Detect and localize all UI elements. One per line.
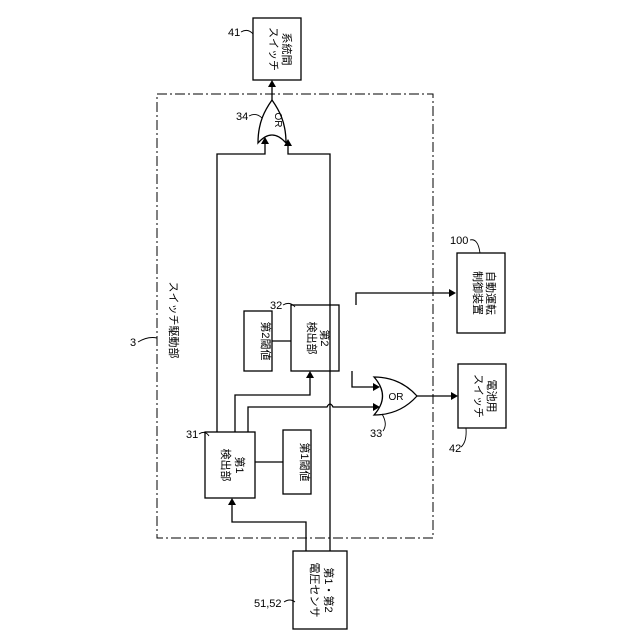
voltage-sensor-label-2: 電圧センサ — [308, 563, 321, 618]
ref-33: 33 — [370, 428, 382, 440]
ref-31: 31 — [186, 429, 198, 441]
battery-switch-label-1: 電池用 — [485, 380, 498, 413]
auto-drive-controller-block: 自動運転 制御装置 — [457, 253, 505, 333]
threshold-1-label: 第1閾値 — [298, 442, 312, 481]
switch-drive-region-label: スイッチ駆動部 — [167, 282, 181, 359]
system-switch-label-2: スイッチ — [267, 27, 280, 71]
threshold-2-block: 第2閾値 — [244, 311, 273, 371]
ref-100: 100 — [450, 235, 468, 247]
battery-switch-block: 電池用 スイッチ — [458, 364, 506, 428]
detector-1-label-1: 第1 — [233, 456, 247, 473]
or-gate-33: OR — [374, 377, 417, 415]
ref-34: 34 — [236, 111, 248, 123]
detector-1-label-2: 検出部 — [219, 449, 233, 482]
voltage-sensor-block: 第1・第2 電圧センサ — [293, 551, 347, 629]
ref-42: 42 — [449, 443, 461, 455]
system-switch-label-1: 系統間 — [280, 33, 294, 66]
detector-2-label-2: 検出部 — [305, 322, 319, 355]
threshold-1-block: 第1閾値 — [283, 430, 312, 494]
battery-switch-label-2: スイッチ — [472, 374, 485, 418]
ref-32: 32 — [270, 300, 282, 312]
ref-51-52: 51,52 — [254, 598, 282, 610]
ref-41: 41 — [228, 27, 240, 39]
voltage-sensor-label-1: 第1・第2 — [322, 567, 336, 612]
system-switch-block: 系統間 スイッチ — [253, 18, 301, 80]
auto-drive-label-2: 制御装置 — [471, 271, 485, 315]
threshold-2-label: 第2閾値 — [259, 321, 273, 360]
detector-1-block: 第1 検出部 — [205, 432, 255, 498]
detector-2-block: 第2 検出部 — [291, 305, 339, 371]
ref-3: 3 — [130, 337, 136, 349]
or-gate-33-label: OR — [389, 392, 404, 403]
or-gate-34: OR — [258, 100, 286, 143]
auto-drive-label-1: 自動運転 — [484, 271, 498, 315]
or-gate-34-label: OR — [272, 113, 283, 128]
